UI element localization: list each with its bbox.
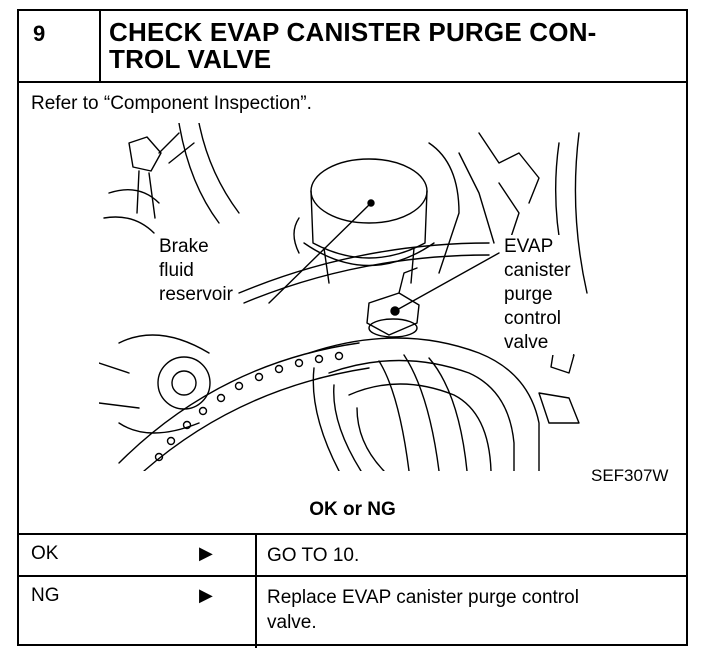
label-brake-line-1: Brake xyxy=(159,236,209,257)
label-brake-fluid-reservoir: Brake fluid reservoir xyxy=(157,235,235,307)
result-action-line: GO TO 10. xyxy=(267,545,360,566)
result-action-line: Replace EVAP canister purge control xyxy=(267,587,579,608)
label-brake-line-3: reservoir xyxy=(159,284,233,305)
result-action: Replace EVAP canister purge control valv… xyxy=(255,577,686,648)
result-label: OK xyxy=(31,543,59,564)
inspection-step-table: 9 CHECK EVAP CANISTER PURGE CON- TROL VA… xyxy=(17,9,688,648)
step-number: 9 xyxy=(19,11,101,81)
result-label: NG xyxy=(31,585,60,606)
step-header: 9 CHECK EVAP CANISTER PURGE CON- TROL VA… xyxy=(19,11,686,83)
engine-bay-illustration xyxy=(99,123,588,471)
label-evap-line-5: valve xyxy=(504,332,549,353)
label-evap-line-1: EVAP xyxy=(504,236,554,257)
result-row-ok: OK ▶ GO TO 10. xyxy=(19,533,686,575)
step-title-line-2: TROL VALVE xyxy=(109,44,272,74)
label-brake-line-2: fluid xyxy=(159,260,194,281)
arrow-right-icon: ▶ xyxy=(199,543,213,563)
label-evap-line-2: canister xyxy=(504,260,571,281)
figure-code: SEF307W xyxy=(591,466,669,485)
result-action-line: valve. xyxy=(267,612,317,633)
result-row-ng: NG ▶ Replace EVAP canister purge control… xyxy=(19,575,686,648)
result-action: GO TO 10. xyxy=(255,535,686,575)
instruction-text: Refer to “Component Inspection”. xyxy=(31,93,312,114)
label-evap-line-3: purge xyxy=(504,284,553,305)
arrow-right-icon: ▶ xyxy=(199,585,213,605)
result-header: OK or NG xyxy=(309,499,396,520)
step-title-line-1: CHECK EVAP CANISTER PURGE CON- xyxy=(109,17,597,47)
step-title: CHECK EVAP CANISTER PURGE CON- TROL VALV… xyxy=(109,19,676,73)
label-evap-purge-valve: EVAP canister purge control valve xyxy=(502,235,573,355)
label-evap-line-4: control xyxy=(504,308,562,329)
